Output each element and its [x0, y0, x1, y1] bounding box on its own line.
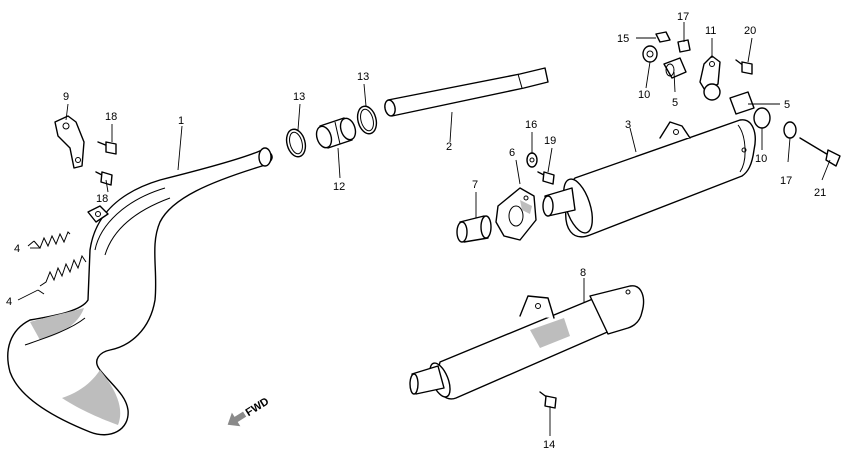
grommet-part-10-lower — [753, 107, 771, 129]
bracket-part-11 — [699, 55, 721, 101]
callout-1: 1 — [178, 115, 184, 127]
bolt-part-19 — [537, 171, 555, 185]
callout-17-lower: 17 — [780, 175, 792, 187]
callout-17-upper: 17 — [677, 11, 689, 23]
callout-labels: 1 2 3 4 4 5 5 6 7 8 9 10 10 11 12 13 13 … — [6, 11, 826, 451]
callout-15: 15 — [617, 33, 629, 45]
callout-11: 11 — [705, 25, 716, 37]
callout-10-lower: 10 — [755, 153, 767, 165]
joint-pipe-part-12 — [315, 117, 357, 149]
spring-part-4-lower — [37, 254, 87, 295]
bolt-part-14 — [539, 391, 557, 409]
callout-13-right: 13 — [357, 71, 369, 83]
bolt-part-18-lower — [95, 171, 113, 186]
collar-part-7 — [456, 215, 492, 243]
spring-part-4-upper — [27, 231, 71, 249]
callout-18-upper: 18 — [105, 111, 117, 123]
collar-part-5-upper — [663, 57, 687, 79]
callout-14: 14 — [543, 439, 555, 451]
callout-2: 2 — [446, 141, 452, 153]
callout-4-lower: 4 — [6, 296, 12, 308]
callout-12: 12 — [333, 181, 345, 193]
callout-4-upper: 4 — [14, 243, 20, 255]
bolt-part-18-upper — [97, 141, 117, 155]
bolt-part-21 — [799, 137, 841, 167]
arrow-icon — [227, 411, 247, 427]
washer-part-17-lower — [783, 121, 797, 139]
expansion-chamber — [7, 147, 273, 436]
callout-7: 7 — [472, 179, 478, 191]
callout-21: 21 — [814, 187, 826, 199]
callout-20: 20 — [744, 25, 756, 37]
collar-part-5-lower — [729, 91, 755, 115]
nut-part-15 — [655, 31, 671, 43]
callout-3: 3 — [625, 119, 631, 131]
gasket-part-13-right — [356, 105, 378, 135]
callout-5-upper: 5 — [672, 97, 678, 109]
callout-13-left: 13 — [293, 91, 305, 103]
callout-6: 6 — [509, 147, 515, 159]
callout-16: 16 — [525, 119, 537, 131]
pipe-part-2 — [384, 67, 549, 117]
lower-silencer-part-8 — [409, 285, 645, 400]
callout-8: 8 — [580, 267, 586, 279]
washer-part-17-upper — [677, 39, 691, 53]
callout-18-lower: 18 — [96, 193, 108, 205]
callout-9: 9 — [63, 91, 69, 103]
holder-part-6 — [495, 187, 537, 241]
callout-5-lower: 5 — [784, 99, 790, 111]
bracket-part-9 — [54, 115, 85, 169]
gasket-part-13-left — [285, 128, 307, 158]
silencer-part-3 — [542, 119, 756, 238]
callout-10-upper: 10 — [638, 89, 650, 101]
callout-19: 19 — [544, 135, 556, 147]
fwd-direction-marker: FWD — [227, 396, 272, 427]
fwd-label: FWD — [244, 396, 272, 419]
leader-lines — [17, 22, 831, 436]
bolt-part-20 — [735, 59, 753, 75]
washer-part-16 — [526, 152, 538, 168]
grommet-part-10-upper — [642, 45, 658, 63]
